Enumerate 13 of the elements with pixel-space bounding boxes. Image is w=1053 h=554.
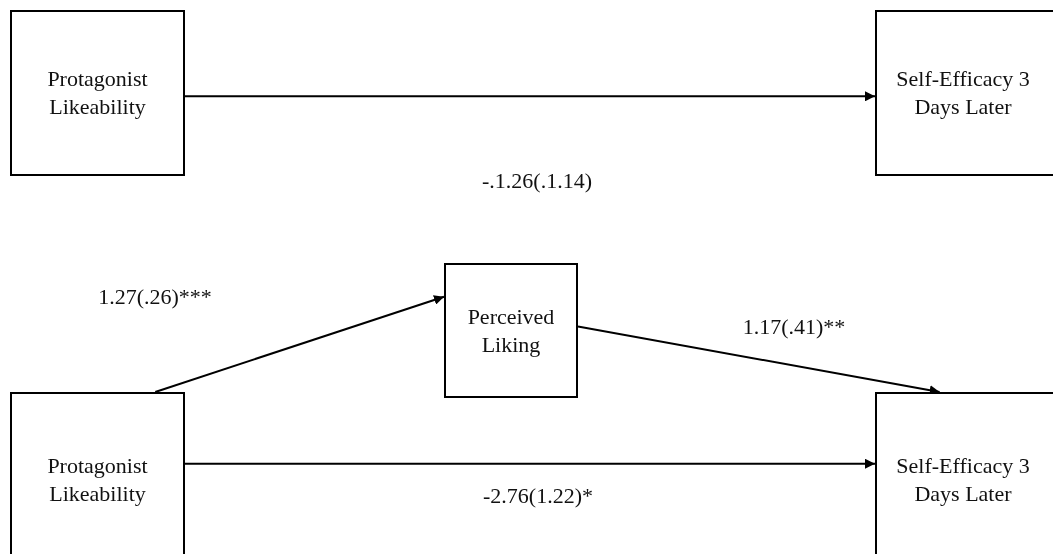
path-arrow xyxy=(184,91,876,102)
variable-label: Perceived Liking xyxy=(466,302,556,359)
variable-box xyxy=(10,392,185,554)
variable-box xyxy=(444,263,578,398)
variable-box xyxy=(875,392,1053,554)
variable-label: Self-Efficacy 3 Days Later xyxy=(895,451,1031,508)
variable-label: Protagonist Likeability xyxy=(46,451,149,508)
variable-box xyxy=(10,10,185,176)
path-arrow xyxy=(154,295,445,393)
path-arrow xyxy=(184,458,876,469)
variable-label: Self-Efficacy 3 Days Later xyxy=(895,65,1031,121)
variable-label: Protagonist Likeability xyxy=(46,65,149,121)
variable-box xyxy=(875,10,1053,176)
